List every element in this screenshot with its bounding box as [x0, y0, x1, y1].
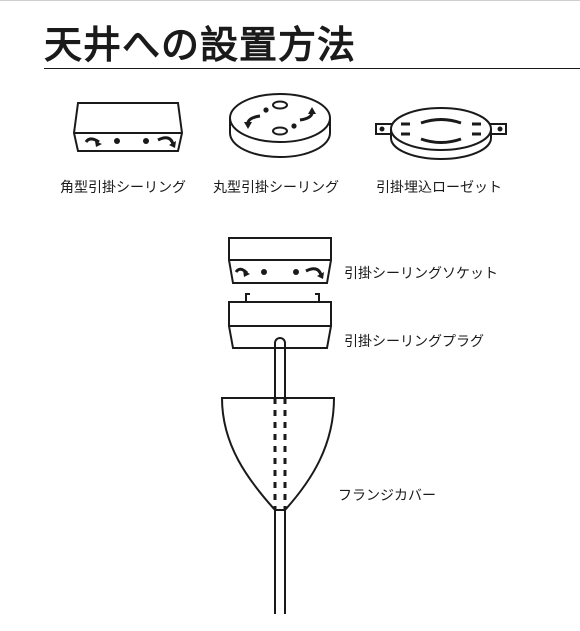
power-cord — [274, 337, 286, 614]
round-ceiling-hook-label: 丸型引掛シーリング — [213, 180, 339, 196]
ceiling-socket-label: 引掛シーリングソケット — [344, 266, 498, 282]
flange-cover-part — [220, 397, 336, 614]
ceiling-plug-label: 引掛シーリングプラグ — [344, 334, 484, 350]
round-ceiling-hook-icon — [229, 93, 331, 158]
title-underline — [44, 68, 580, 69]
page-title: 天井への設置方法 — [44, 23, 357, 67]
square-ceiling-hook-label: 角型引掛シーリング — [60, 180, 186, 196]
embedded-rosette-label: 引掛埋込ローゼット — [376, 180, 502, 196]
square-ceiling-hook-icon — [72, 102, 184, 152]
top-border — [0, 0, 580, 1]
embedded-rosette-icon — [375, 107, 507, 160]
ceiling-plug-part — [228, 293, 332, 349]
ceiling-socket-part — [228, 237, 332, 284]
flange-cover-label: フランジカバー — [338, 488, 436, 504]
